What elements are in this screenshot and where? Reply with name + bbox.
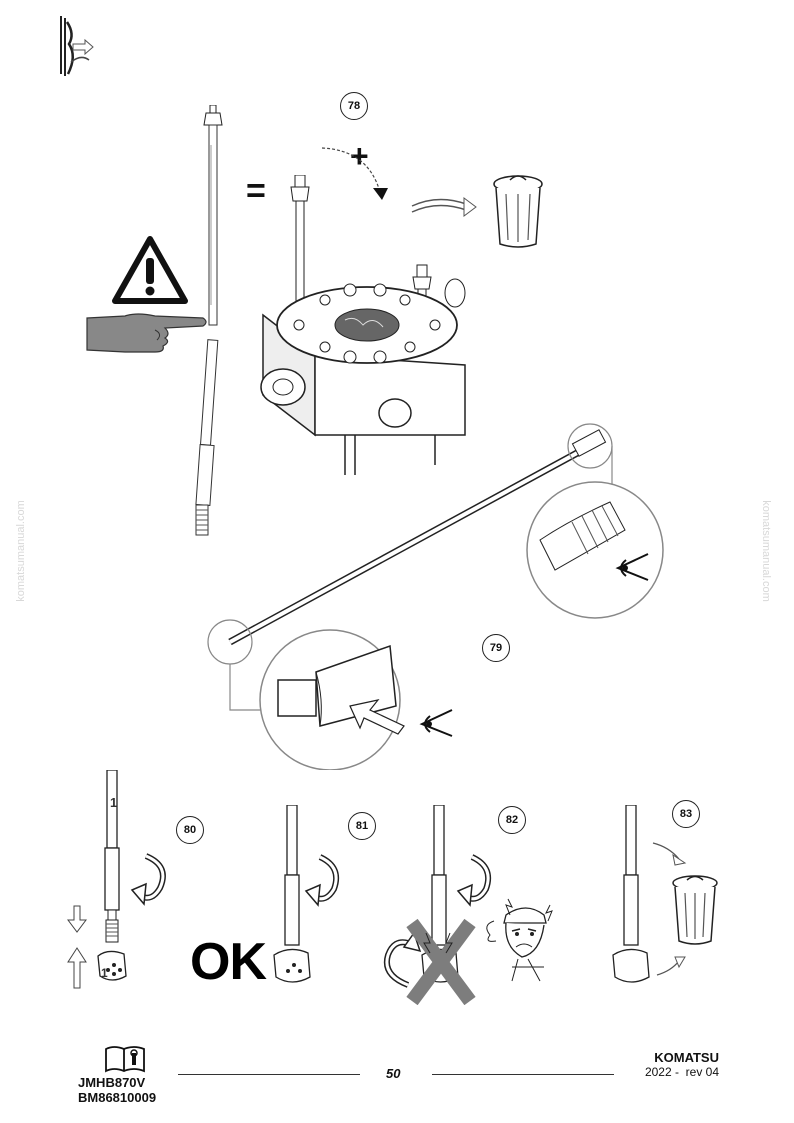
rod-illustration-left [195, 105, 223, 536]
pump-block-illustration [260, 175, 466, 475]
document-codes: JMHB870V BM86810009 [78, 1075, 156, 1105]
eye-icon [615, 553, 649, 581]
ok-label: OK [190, 933, 267, 991]
brand-name: KOMATSU [654, 1050, 719, 1065]
insert-arrow [321, 147, 388, 200]
watermark-right: komatsumanual.com [759, 500, 772, 602]
step-number-83: 83 [672, 800, 700, 828]
warning-triangle-icon [112, 236, 188, 304]
watermark-left: komatsumanual.com [14, 500, 27, 602]
footer-rule-left [178, 1074, 360, 1075]
cross-mark-icon [406, 918, 476, 1005]
equals-sign: = [246, 172, 266, 210]
discard-arrow [411, 197, 477, 217]
step-number-79: 79 [482, 634, 510, 662]
step-83-illustration [612, 805, 718, 983]
eye-icon-lower [419, 709, 453, 737]
part-label-1-block: 1 [101, 966, 108, 980]
page-number: 50 [386, 1066, 401, 1081]
step-80-illustration [67, 770, 166, 989]
step-81-illustration [273, 805, 340, 983]
footer-brand-block: KOMATSU 2022 - rev 04 [645, 1050, 719, 1079]
pointing-hand-icon [86, 313, 207, 353]
step-82-illustration [384, 805, 553, 1005]
trash-bin-icon [493, 175, 543, 248]
step-number-80: 80 [176, 816, 204, 844]
step-number-78: 78 [340, 92, 368, 120]
angry-mechanic-icon [486, 898, 553, 982]
diagonal-rod-illustration [207, 423, 664, 770]
manual-section-icon [60, 16, 94, 76]
doc-code-2: BM86810009 [78, 1090, 157, 1105]
step-number-81: 81 [348, 812, 376, 840]
book-wrench-icon [105, 1046, 145, 1073]
doc-code-1: JMHB870V [78, 1075, 146, 1090]
footer-rule-right [432, 1074, 614, 1075]
revision-text: 2022 - rev 04 [644, 1065, 719, 1079]
step-number-82: 82 [498, 806, 526, 834]
plus-sign: + [350, 138, 369, 174]
part-label-1-rod: 1 [110, 795, 118, 810]
